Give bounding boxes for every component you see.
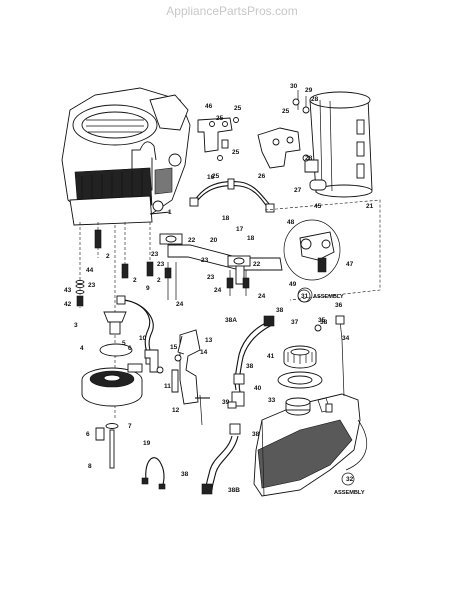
callout-2: 2 bbox=[106, 253, 110, 260]
callout-30: 30 bbox=[290, 83, 298, 90]
callout-6: 6 bbox=[86, 431, 90, 438]
assembly-31-label: ASSEMBLY bbox=[313, 294, 344, 300]
callout-24: 24 bbox=[176, 301, 184, 308]
callout-19: 19 bbox=[143, 440, 151, 447]
fuel-filter-bracket bbox=[197, 117, 301, 169]
callout-18: 18 bbox=[222, 215, 230, 222]
callout-49: 49 bbox=[289, 281, 297, 288]
callout-22: 22 bbox=[253, 261, 261, 268]
callout-25: 25 bbox=[234, 105, 242, 112]
callout-2: 2 bbox=[133, 277, 137, 284]
callout-4: 4 bbox=[80, 345, 84, 352]
callout-23: 23 bbox=[88, 282, 96, 289]
tank-shield-21 bbox=[292, 90, 373, 198]
callout-23: 23 bbox=[207, 274, 215, 281]
callout-3: 3 bbox=[74, 322, 78, 329]
callout-39: 39 bbox=[222, 399, 230, 406]
callout-38: 38 bbox=[276, 307, 284, 314]
callout-44: 44 bbox=[86, 267, 94, 274]
callout-15: 15 bbox=[170, 344, 178, 351]
callout-38B: 38B bbox=[228, 487, 240, 494]
callout-23: 23 bbox=[201, 257, 209, 264]
callout-47: 47 bbox=[346, 261, 354, 268]
callout-14: 14 bbox=[200, 349, 208, 356]
exhaust-pipe-20 bbox=[159, 233, 283, 300]
assembly-32-label: ASSEMBLY bbox=[334, 490, 365, 496]
fuel-tank-32 bbox=[253, 315, 361, 497]
callout-45: 45 bbox=[314, 203, 322, 210]
callout-46: 46 bbox=[205, 103, 213, 110]
callout-41: 41 bbox=[267, 353, 275, 360]
electric-clutch-pulley bbox=[81, 343, 143, 469]
callout-5: 5 bbox=[122, 340, 126, 347]
callout-13: 13 bbox=[205, 337, 213, 344]
engine-mounting-bolts bbox=[75, 222, 154, 308]
callout-22: 22 bbox=[188, 237, 196, 244]
callout-43: 43 bbox=[64, 287, 72, 294]
callout-6: 6 bbox=[128, 345, 132, 352]
callout-25: 25 bbox=[212, 173, 220, 180]
callout-48: 48 bbox=[287, 219, 295, 226]
callout-24: 24 bbox=[258, 293, 266, 300]
callout-8: 8 bbox=[88, 463, 92, 470]
callout-42: 42 bbox=[64, 301, 72, 308]
control-brackets bbox=[144, 329, 210, 426]
callout-31: 31 bbox=[301, 293, 309, 300]
callout-24: 24 bbox=[214, 287, 222, 294]
callout-33: 33 bbox=[268, 397, 276, 404]
callout-17: 17 bbox=[236, 226, 244, 233]
callout-23: 23 bbox=[151, 251, 159, 258]
callout-40: 40 bbox=[254, 385, 262, 392]
callout-16: 16 bbox=[207, 174, 215, 181]
valve-assembly-31 bbox=[264, 199, 381, 303]
callout-35: 35 bbox=[318, 317, 326, 324]
callout-7: 7 bbox=[128, 423, 132, 430]
callout-9: 9 bbox=[146, 285, 150, 292]
callout-21: 21 bbox=[366, 203, 374, 210]
fuel-cap-37 bbox=[277, 345, 323, 389]
callout-11: 11 bbox=[164, 383, 171, 390]
callout-38: 38 bbox=[181, 471, 189, 478]
callout-38: 38 bbox=[320, 319, 328, 326]
callout-labels: 1 2 2 2 3 4 5 6 6 7 8 9 10 11 12 13 14 1… bbox=[64, 83, 374, 494]
callout-2: 2 bbox=[157, 277, 161, 284]
callout-38: 38 bbox=[252, 431, 260, 438]
callout-34: 34 bbox=[342, 335, 350, 342]
leader-32 bbox=[345, 419, 368, 471]
callout-1: 1 bbox=[168, 209, 172, 216]
callout-20: 20 bbox=[210, 237, 218, 244]
callout-37: 37 bbox=[291, 319, 299, 326]
callout-28: 28 bbox=[311, 96, 319, 103]
callout-23: 23 bbox=[157, 261, 165, 268]
callout-32: 32 bbox=[346, 476, 354, 483]
callout-25: 25 bbox=[282, 108, 290, 115]
callout-38A: 38A bbox=[225, 317, 237, 324]
assembly-31-circle bbox=[297, 289, 311, 303]
fuel-hoses-38A-38B bbox=[201, 315, 275, 495]
callout-27: 27 bbox=[294, 187, 302, 194]
callout-26: 26 bbox=[258, 173, 266, 180]
assembly-32-circle bbox=[341, 472, 355, 486]
wire-harness-19 bbox=[141, 457, 166, 490]
engine-drawing bbox=[61, 87, 191, 226]
callout-25: 25 bbox=[232, 149, 240, 156]
callout-36: 36 bbox=[335, 302, 343, 309]
callout-12: 12 bbox=[172, 407, 180, 414]
callout-18: 18 bbox=[247, 235, 255, 242]
watermark-text: AppliancePartsPros.com bbox=[166, 4, 298, 18]
callout-25: 25 bbox=[216, 115, 224, 122]
fuel-line-16-18 bbox=[189, 178, 275, 213]
callout-29: 29 bbox=[305, 87, 313, 94]
callout-10: 10 bbox=[139, 335, 147, 342]
callout-38: 38 bbox=[246, 363, 254, 370]
callout-28: 28 bbox=[305, 155, 313, 162]
